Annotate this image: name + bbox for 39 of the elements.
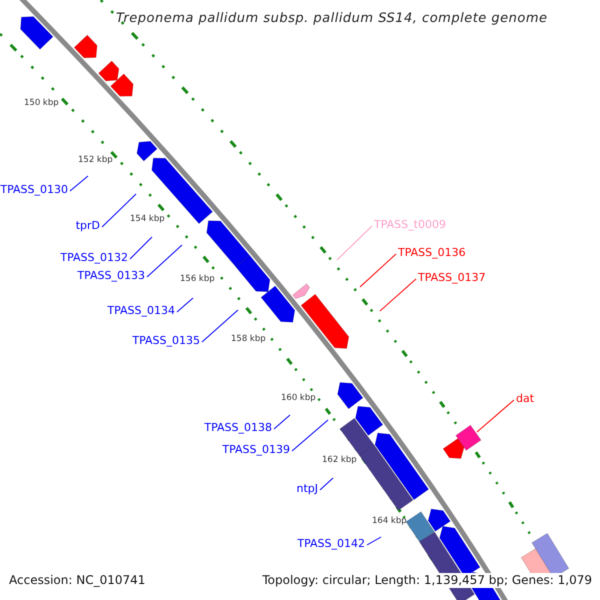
position-tick-label: 158 kbp — [231, 334, 266, 344]
leader-line — [320, 478, 334, 490]
leader-line — [102, 194, 136, 228]
leader-line — [336, 226, 372, 260]
gene-label: TPASS_0142 — [297, 536, 365, 551]
leader-line — [70, 176, 88, 192]
leader-line — [360, 254, 396, 288]
position-tick-label: 156 kbp — [180, 274, 215, 284]
position-tick-label: 154 kbp — [130, 214, 165, 224]
genome-summary-note: Topology: circular; Length: 1,139,457 bp; Genes: 1,079 — [262, 573, 592, 588]
gene-label: tprD — [76, 218, 100, 233]
position-tick-label: 164 kbp — [372, 516, 407, 526]
leader-line — [176, 298, 194, 312]
gene-label: TPASS_0135 — [132, 333, 200, 348]
gene-label: TPASS_0137 — [418, 270, 486, 285]
leader-line — [130, 236, 152, 260]
leader-line — [146, 244, 182, 278]
leader-line — [476, 400, 514, 432]
accession-note: Accession: NC_010741 — [9, 573, 146, 588]
leader-line — [380, 278, 416, 312]
gene-label: TPASS_0138 — [204, 420, 272, 435]
gene-label: TPASS_0136 — [398, 245, 466, 260]
position-tick-label: 162 kbp — [322, 455, 357, 465]
gene-label: TPASS_0134 — [107, 303, 175, 318]
map-title: Treponema pallidum subsp. pallidum SS14, complete genome — [116, 10, 548, 28]
gene-label: TPASS_0139 — [222, 442, 290, 457]
gene-label: ntpJ — [296, 481, 318, 496]
gene-label: TPASS_0133 — [77, 268, 145, 283]
position-tick-label: 152 kbp — [78, 155, 113, 165]
leader-line — [292, 420, 328, 452]
gene-label: dat — [516, 391, 534, 406]
leader-line — [274, 414, 290, 430]
leader-line — [366, 536, 382, 546]
leader-line — [202, 310, 238, 342]
gene-label: TPASS_t0009 — [374, 217, 446, 232]
position-tick-label: 160 kbp — [281, 393, 316, 403]
gene-label: TPASS_0130 — [0, 182, 68, 197]
gene-label: TPASS_0132 — [60, 250, 128, 265]
position-tick-label: 150 kbp — [24, 98, 59, 108]
